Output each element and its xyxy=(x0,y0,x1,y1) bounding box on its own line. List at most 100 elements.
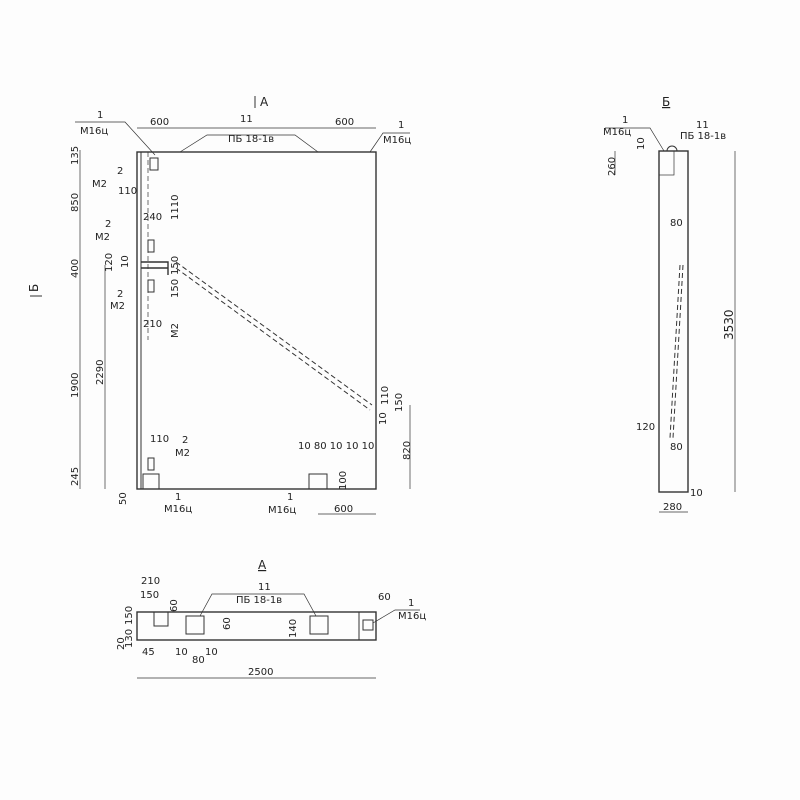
callout-num: 1 xyxy=(408,598,414,609)
dim-130: 130 xyxy=(124,629,135,648)
callout-num: 1 xyxy=(398,120,404,131)
dim-60: 60 xyxy=(222,617,233,630)
dim-120: 120 xyxy=(104,253,115,272)
embed-plate-m2 xyxy=(147,457,155,471)
callout-num: 2 xyxy=(105,219,111,230)
section-a-label: А xyxy=(260,95,269,109)
dim-80: 80 xyxy=(192,655,205,666)
callout-mark: ПБ 18-1в xyxy=(680,131,726,142)
hook-bracket xyxy=(141,261,169,275)
dim-600-right: 600 xyxy=(335,117,354,128)
dim-2500: 2500 xyxy=(248,667,273,678)
side-view: Б 1 М16ц 11 ПБ 18-1в 10 260 80 3530 120 … xyxy=(603,95,736,513)
plan-view-title: А xyxy=(258,558,267,572)
plan-hole-right xyxy=(309,615,329,635)
dim-10: 10 xyxy=(175,647,188,658)
section-b-label: Б xyxy=(27,284,41,292)
panel-outline xyxy=(136,151,377,490)
callout-leader-11 xyxy=(199,593,317,617)
callout-leader xyxy=(605,127,665,152)
callout-num: 1 xyxy=(175,492,181,503)
callout-num: 11 xyxy=(696,120,709,131)
callout-num: 2 xyxy=(117,166,123,177)
loop-m16-bottom xyxy=(308,473,328,490)
dim-110: 110 xyxy=(380,386,391,405)
lifting-rod-upper xyxy=(175,261,373,406)
dim-110: 110 xyxy=(118,186,137,197)
dim-120: 120 xyxy=(636,422,655,433)
dim-2290: 2290 xyxy=(95,360,106,385)
dim-45: 45 xyxy=(142,647,155,658)
embed-plate-m2 xyxy=(147,279,155,293)
side-view-title: Б xyxy=(662,95,670,109)
callout-mark: М16ц xyxy=(164,504,192,515)
dim-600-left: 600 xyxy=(150,117,169,128)
embed-plate-m2 xyxy=(147,239,155,253)
dim-210: 210 xyxy=(141,576,160,587)
dim-80: 80 xyxy=(670,218,683,229)
callout-mark: М2 xyxy=(95,232,110,243)
dim-850: 850 xyxy=(70,193,81,212)
callout-mark: ПБ 18-1в xyxy=(228,134,274,145)
callout-leader xyxy=(75,121,156,156)
front-view: А Б 600 600 11 ПБ 18-1в 1 М16ц 1 М16ц 13… xyxy=(27,95,413,516)
mark-m2-vertical: М2 xyxy=(170,323,181,338)
dim-60: 60 xyxy=(169,599,180,612)
dim-820: 820 xyxy=(402,441,413,460)
side-outline xyxy=(658,150,689,493)
dim-140: 140 xyxy=(288,619,299,638)
plan-view: А 11 ПБ 18-1в 1 М16ц 210 150 60 150 130 … xyxy=(116,558,426,679)
callout-num: 1 xyxy=(287,492,293,503)
dim-1110: 1110 xyxy=(170,195,181,220)
callout-leader xyxy=(369,132,410,153)
dim-280: 280 xyxy=(663,502,682,513)
callout-num: 2 xyxy=(117,289,123,300)
callout-num: 2 xyxy=(182,435,188,446)
dim-150: 150 xyxy=(124,606,135,625)
embed-plate-m2 xyxy=(149,157,159,171)
dim-260: 260 xyxy=(607,157,618,176)
callout-num: 11 xyxy=(240,114,253,125)
dim-10: 10 xyxy=(690,488,703,499)
callout-leader xyxy=(372,609,420,624)
dim-400: 400 xyxy=(70,259,81,278)
callout-mark: М16ц xyxy=(268,505,296,516)
side-rod xyxy=(672,264,684,439)
dim-3530: 3530 xyxy=(722,309,736,340)
dim-10: 10 xyxy=(378,412,389,425)
callout-num: 1 xyxy=(97,110,103,121)
dim-150: 150 xyxy=(170,256,181,275)
dim-210: 210 xyxy=(143,319,162,330)
lifting-rod-lower xyxy=(175,267,371,411)
callout-leader-11 xyxy=(179,134,319,153)
callout-mark: ПБ 18-1в xyxy=(236,595,282,606)
dim-150: 150 xyxy=(140,590,159,601)
dim-100: 100 xyxy=(338,471,349,490)
callout-num: 11 xyxy=(258,582,271,593)
dim-245: 245 xyxy=(70,467,81,486)
dim-1900: 1900 xyxy=(70,373,81,398)
dim-10: 10 xyxy=(636,137,647,150)
dim-10: 10 xyxy=(120,255,131,268)
callout-mark: М2 xyxy=(175,448,190,459)
dim-20: 20 xyxy=(116,637,127,650)
dim-small-group: 10 80 10 10 10 xyxy=(298,441,374,452)
dim-110: 110 xyxy=(150,434,169,445)
callout-num: 1 xyxy=(622,115,628,126)
dim-50: 50 xyxy=(118,492,129,505)
loop-m16-left xyxy=(142,473,160,490)
dim-150: 150 xyxy=(394,393,405,412)
callout-mark: М16ц xyxy=(80,126,108,137)
side-rod xyxy=(669,264,681,439)
plan-outline xyxy=(136,611,377,641)
dim-80: 80 xyxy=(670,442,683,453)
dim-150: 150 xyxy=(170,279,181,298)
dim-135: 135 xyxy=(70,146,81,165)
dim-10: 10 xyxy=(205,647,218,658)
side-loop-block xyxy=(658,150,675,176)
callout-mark: М2 xyxy=(92,179,107,190)
plan-loop-right xyxy=(362,619,374,631)
callout-mark: М16ц xyxy=(603,127,631,138)
side-hook xyxy=(666,145,678,152)
